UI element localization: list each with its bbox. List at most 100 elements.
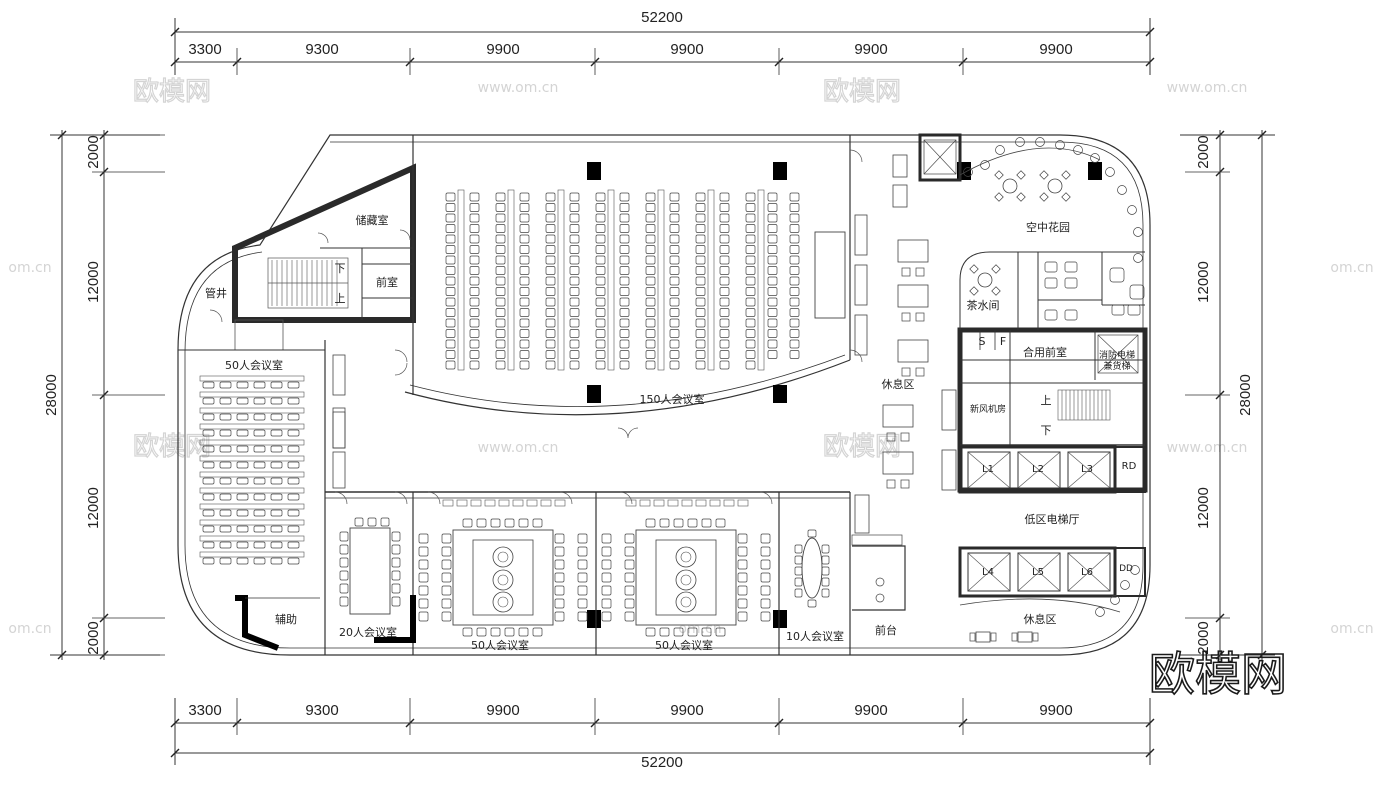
dim-tick <box>1257 650 1267 660</box>
seat <box>253 429 266 437</box>
auditorium-seat <box>745 329 756 338</box>
auditorium-seat <box>595 350 606 359</box>
seat <box>236 429 249 437</box>
seat <box>236 461 249 469</box>
seat <box>219 461 232 469</box>
auditorium-seat <box>745 360 756 370</box>
bench <box>854 264 868 306</box>
auditorium-seat <box>469 213 480 223</box>
seat <box>236 381 249 389</box>
chair <box>391 557 401 568</box>
seat <box>236 477 249 485</box>
chair <box>673 518 684 528</box>
auditorium-seat <box>719 287 730 296</box>
dim-bottom-seg-6: 9900 <box>1039 702 1072 719</box>
column <box>773 610 787 628</box>
auditorium-seat <box>695 360 706 370</box>
lounge-chair <box>969 632 976 642</box>
dim-top-seg-1: 3300 <box>188 41 221 58</box>
door-swing <box>759 491 773 505</box>
auditorium-seat <box>545 308 556 317</box>
seat <box>219 413 232 421</box>
dim-bottom-seg-3: 9900 <box>486 702 519 719</box>
auditorium-seat <box>495 192 506 202</box>
seat <box>270 477 283 485</box>
bench <box>854 214 868 256</box>
dim-tick <box>57 130 67 140</box>
auditorium-seat <box>445 318 456 328</box>
seat <box>287 397 300 405</box>
chair <box>367 517 377 527</box>
auditorium-seat <box>767 192 778 202</box>
chair <box>687 627 698 637</box>
auditorium-seat <box>595 266 606 275</box>
chair <box>624 598 635 609</box>
round-table <box>977 272 993 288</box>
elevator-cross <box>967 552 1011 592</box>
auditorium-seat <box>519 234 530 244</box>
auditorium-seat <box>469 203 480 212</box>
auditorium-seat <box>719 213 730 223</box>
chair <box>794 588 803 598</box>
auditorium-seat <box>445 255 456 265</box>
chair <box>760 546 771 557</box>
auditorium-seat <box>695 245 706 254</box>
seat <box>253 397 266 405</box>
auditorium-seat <box>469 255 480 265</box>
auditorium-seat <box>695 203 706 212</box>
bottom-meeting-rooms: 20人会议室 50人会议室 50人会议室 10人会议室 <box>325 491 851 655</box>
auditorium-seat <box>745 297 756 307</box>
seat <box>202 477 215 485</box>
seat <box>270 397 283 405</box>
auditorium-seat <box>545 192 556 202</box>
planter <box>492 546 514 568</box>
label-meeting-150: 150人会议室 <box>640 392 705 406</box>
auditorium-seat <box>767 339 778 349</box>
toilet-fixture <box>1064 261 1078 273</box>
desk-row <box>199 503 305 510</box>
auditorium-seat <box>495 287 506 296</box>
auditorium-seat <box>595 339 606 349</box>
auditorium-seat <box>495 203 506 212</box>
elevator-shaft <box>967 552 1011 592</box>
auditorium-seat <box>669 360 680 370</box>
chair <box>391 596 401 607</box>
lounge-chair <box>1032 632 1039 642</box>
lounge-chair <box>915 267 925 277</box>
auditorium-seat <box>495 245 506 254</box>
lounge-sofa <box>897 284 929 308</box>
lounge-chair <box>901 312 911 322</box>
lounge-sofa <box>882 404 914 428</box>
back-seat <box>470 499 482 507</box>
chair <box>821 566 830 576</box>
lounge-sofa <box>882 451 914 475</box>
chair <box>601 546 612 557</box>
chair <box>645 518 656 528</box>
seat <box>253 493 266 501</box>
auditorium-seat <box>545 329 556 338</box>
auditorium-seat <box>767 318 778 328</box>
label-meeting-20: 20人会议室 <box>339 625 397 639</box>
auditorium-seat <box>719 192 730 202</box>
auditorium-seat <box>445 203 456 212</box>
auditorium-seat <box>595 255 606 265</box>
shrub <box>1015 137 1025 147</box>
auditorium-seat <box>469 287 480 296</box>
auditorium-seat <box>469 276 480 286</box>
auditorium-seat <box>745 287 756 296</box>
auditorium-seat <box>695 339 706 349</box>
auditorium-seat <box>595 245 606 254</box>
auditorium-seat <box>519 203 530 212</box>
back-seat <box>639 499 651 507</box>
chair <box>554 533 565 544</box>
auditorium-seat <box>545 276 556 286</box>
desk-row <box>199 455 305 462</box>
chair <box>969 264 979 274</box>
dim-top-seg-2: 9300 <box>305 41 338 58</box>
lounge-chair <box>886 432 896 442</box>
shrub <box>980 160 990 170</box>
auditorium-seat <box>669 308 680 317</box>
seat <box>202 413 215 421</box>
planter <box>492 569 514 591</box>
chair <box>794 544 803 554</box>
